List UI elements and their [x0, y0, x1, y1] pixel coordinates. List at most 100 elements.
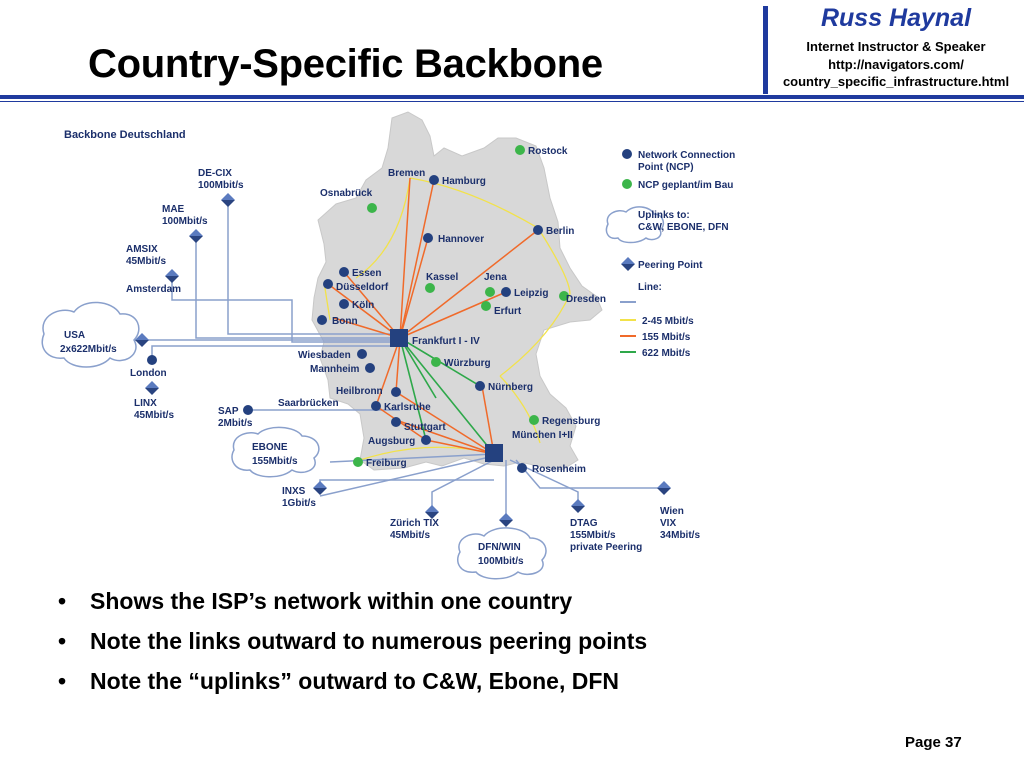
city-duesseldorf: Düsseldorf: [336, 282, 389, 293]
city-freiburg: Freiburg: [366, 458, 407, 469]
peer-amsix: AMSIX: [126, 244, 158, 255]
peer-london: London: [130, 368, 167, 379]
lines-2-45: [323, 177, 571, 461]
legend-peering-icon: [621, 257, 635, 271]
legend-622: 622 Mbit/s: [642, 348, 691, 359]
city-saarbruecken: Saarbrücken: [278, 398, 339, 409]
author-divider: [763, 6, 768, 94]
page-number: Page 37: [905, 734, 962, 751]
peer-sap: SAP: [218, 406, 239, 417]
peer-mae-bw: 100Mbit/s: [162, 216, 208, 227]
peer-inxs-bw: 1Gbit/s: [282, 498, 316, 509]
peer-decix-bw: 100Mbit/s: [198, 180, 244, 191]
peer-inxs: INXS: [282, 486, 306, 497]
author-name: Russ Haynal: [820, 4, 972, 32]
city-muenchen: München I+II: [512, 430, 573, 441]
peer-wien: Wien: [660, 506, 684, 517]
peer-dtag-note: private Peering: [570, 542, 642, 553]
backbone-diagram: Backbone Deutschland: [41, 111, 735, 580]
bullet-marker: •: [58, 668, 67, 694]
city-hamburg: Hamburg: [442, 176, 486, 187]
city-augsburg: Augsburg: [368, 436, 415, 447]
dfn-cloud: [456, 527, 547, 580]
peer-zurich: Zürich TIX: [390, 518, 439, 529]
city-heilbronn: Heilbronn: [336, 386, 383, 397]
muenchen-hub: [485, 444, 503, 462]
peer-wien-vix: VIX: [660, 518, 676, 529]
usa-cloud: [41, 301, 140, 368]
city-osnabrueck: Osnabrück: [320, 188, 373, 199]
city-leipzig: Leipzig: [514, 288, 548, 299]
legend-uplinks2: C&W, EBONE, DFN: [638, 222, 729, 233]
peer-sap-bw: 2Mbit/s: [218, 418, 253, 429]
bullet-text: Note the “uplinks” outward to C&W, Ebone…: [90, 668, 619, 694]
peer-linx-bw: 45Mbit/s: [134, 410, 174, 421]
bullet-marker: •: [58, 628, 67, 654]
city-kassel: Kassel: [426, 272, 458, 283]
peer-dtag-bw: 155Mbit/s: [570, 530, 616, 541]
peer-wien-bw: 34Mbit/s: [660, 530, 700, 541]
city-regensburg: Regensburg: [542, 416, 600, 427]
peer-ebone-bw: 155Mbit/s: [252, 456, 298, 467]
peer-decix: DE-CIX: [198, 168, 232, 179]
peer-zurich-bw: 45Mbit/s: [390, 530, 430, 541]
peer-linx: LINX: [134, 398, 157, 409]
city-erfurt: Erfurt: [494, 306, 522, 317]
legend-155: 155 Mbit/s: [642, 332, 691, 343]
city-stuttgart: Stuttgart: [404, 422, 446, 433]
ncp-planned-dots: [353, 145, 569, 467]
city-essen: Essen: [352, 268, 381, 279]
diagram-title: Backbone Deutschland: [64, 129, 186, 141]
bullet-text: Note the links outward to numerous peeri…: [90, 628, 648, 654]
header-rule: [0, 95, 1024, 99]
frankfurt-hub: [390, 329, 408, 347]
legend-ncp2: Point (NCP): [638, 162, 694, 173]
bullet-list: • Shows the ISP’s network within one coun…: [58, 588, 647, 708]
bullet-item: • Note the links outward to numerous peer…: [58, 628, 647, 668]
legend-line: Line:: [638, 282, 662, 293]
city-jena: Jena: [484, 272, 507, 283]
peer-dfn-bw: 100Mbit/s: [478, 556, 524, 567]
city-hannover: Hannover: [438, 234, 484, 245]
city-wuerzburg: Würzburg: [444, 358, 491, 369]
legend-uplinks: Uplinks to:: [638, 210, 690, 221]
city-nuernberg: Nürnberg: [488, 382, 533, 393]
city-karlsruhe: Karlsruhe: [384, 402, 431, 413]
ncp-dots: [147, 175, 543, 473]
legend-ncp-planned: NCP geplant/im Bau: [638, 180, 733, 191]
peer-ebone: EBONE: [252, 442, 288, 453]
ebone-cloud: [231, 426, 320, 478]
legend-ncp: Network Connection: [638, 150, 735, 161]
peer-amsix-city: Amsterdam: [126, 284, 181, 295]
peer-mae: MAE: [162, 204, 185, 215]
city-berlin: Berlin: [546, 226, 574, 237]
author-url-line1[interactable]: http://navigators.com/: [828, 57, 964, 72]
slide-title: Country-Specific Backbone: [88, 42, 603, 86]
legend-cloud: [605, 206, 665, 244]
city-wiesbaden: Wiesbaden: [298, 350, 351, 361]
city-mannheim: Mannheim: [310, 364, 360, 375]
peer-amsix-bw: 45Mbit/s: [126, 256, 166, 267]
lines-155: [327, 177, 539, 455]
city-rosenheim: Rosenheim: [532, 464, 586, 475]
legend-2-45: 2-45 Mbit/s: [642, 316, 694, 327]
peer-dfn: DFN/WIN: [478, 542, 521, 553]
bullet-marker: •: [58, 588, 67, 614]
header-rule-thin: [0, 101, 1024, 102]
legend: Network Connection Point (NCP) NCP gepla…: [620, 149, 735, 359]
peer-dtag: DTAG: [570, 518, 598, 529]
city-bonn: Bonn: [332, 316, 358, 327]
bullet-item: • Shows the ISP’s network within one coun…: [58, 588, 647, 628]
legend-peering: Peering Point: [638, 260, 703, 271]
city-bremen: Bremen: [388, 168, 425, 179]
city-rostock: Rostock: [528, 146, 568, 157]
bullet-item: • Note the “uplinks” outward to C&W, Ebon…: [58, 668, 647, 708]
city-frankfurt: Frankfurt I - IV: [412, 336, 480, 347]
city-koeln: Köln: [352, 300, 374, 311]
city-dresden: Dresden: [566, 294, 606, 305]
peer-usa-bw: 2x622Mbit/s: [60, 344, 117, 355]
author-url-line2[interactable]: country_specific_infrastructure.html: [782, 74, 1010, 89]
peer-usa: USA: [64, 330, 85, 341]
author-role: Internet Instructor & Speaker: [806, 39, 986, 54]
bullet-text: Shows the ISP’s network within one count…: [90, 588, 573, 614]
